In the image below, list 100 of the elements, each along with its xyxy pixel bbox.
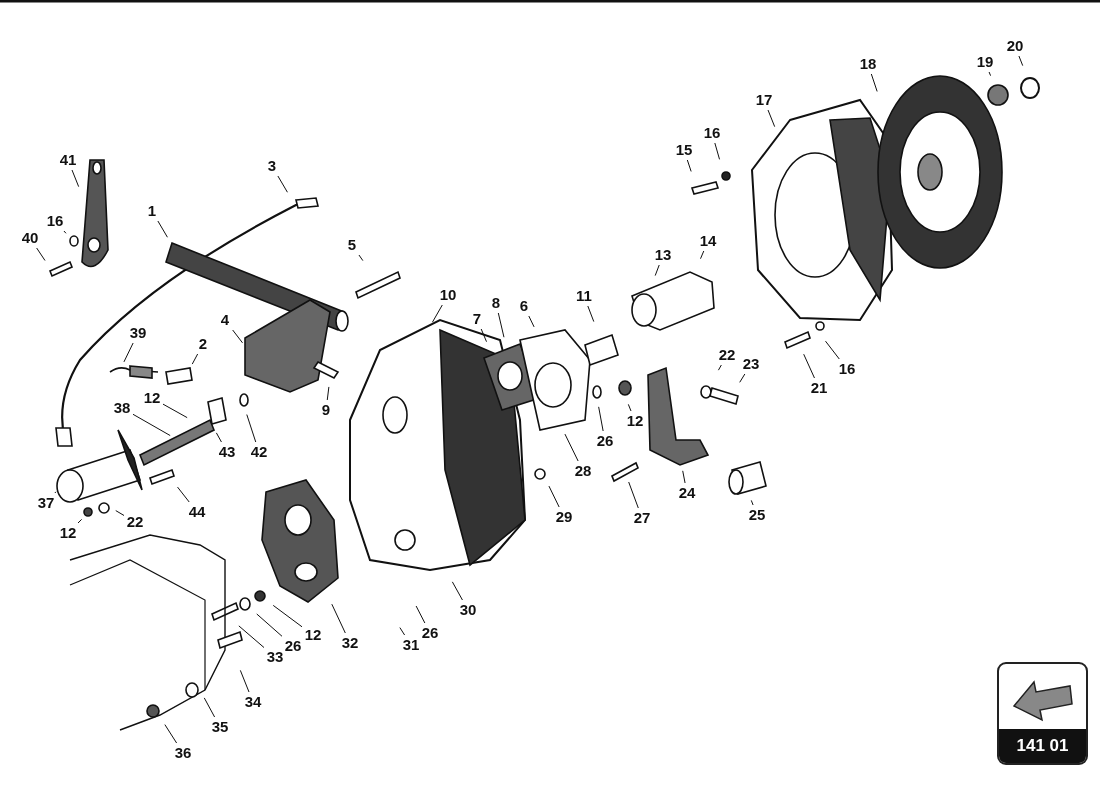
callout-number: 39 — [129, 325, 147, 341]
callout-number: 17 — [755, 92, 773, 108]
callout-number: 42 — [250, 444, 268, 460]
page-number: 141 01 — [999, 729, 1086, 763]
callout-number: 16 — [838, 361, 856, 377]
leader-line — [1018, 55, 1024, 67]
callout-number: 40 — [21, 230, 39, 246]
callout-number: 12 — [143, 390, 161, 406]
pin-drawing — [611, 461, 639, 483]
callout-number: 12 — [626, 413, 644, 429]
leader-line — [739, 373, 746, 383]
callout-number: 1 — [147, 203, 157, 219]
leader-line — [598, 406, 604, 432]
callout-number: 29 — [555, 509, 573, 525]
callout-number: 24 — [678, 485, 696, 501]
callout-number: 37 — [37, 495, 55, 511]
callout-number: 20 — [1006, 38, 1024, 54]
callout-number: 21 — [810, 380, 828, 396]
leader-line — [415, 605, 426, 624]
callout-number: 12 — [304, 627, 322, 643]
callout-number: 26 — [284, 638, 302, 654]
leader-line — [239, 669, 250, 693]
leader-line — [277, 175, 288, 193]
leader-line — [162, 403, 188, 419]
leader-line — [700, 250, 705, 260]
callout-number: 22 — [126, 514, 144, 530]
leader-line — [431, 304, 443, 323]
leader-line — [988, 71, 992, 77]
callout-number: 6 — [519, 298, 529, 314]
callout-number: 30 — [459, 602, 477, 618]
leader-line — [587, 305, 595, 323]
callout-number: 23 — [742, 356, 760, 372]
callout-number: 16 — [46, 213, 64, 229]
callout-number: 14 — [699, 233, 717, 249]
callout-number: 34 — [244, 694, 262, 710]
leader-line — [767, 109, 776, 128]
leader-line — [528, 315, 535, 328]
leader-line — [36, 247, 46, 261]
leader-line — [77, 518, 83, 524]
leader-line — [215, 432, 222, 443]
leader-line — [451, 581, 463, 601]
leader-line — [115, 510, 125, 516]
leader-line — [256, 613, 283, 637]
leader-line — [480, 328, 487, 343]
callout-number: 27 — [633, 510, 651, 526]
callout-number: 13 — [654, 247, 672, 263]
leader-line — [272, 604, 303, 628]
leader-line — [870, 73, 878, 92]
leader-line — [54, 491, 57, 494]
leader-line — [686, 159, 692, 172]
leader-line — [203, 697, 216, 718]
leader-line — [717, 364, 722, 371]
leader-line — [714, 142, 721, 160]
leader-line — [750, 499, 754, 506]
callout-number: 25 — [748, 507, 766, 523]
callout-number: 41 — [59, 152, 77, 168]
callout-number: 44 — [188, 504, 206, 520]
callout-number: 36 — [174, 745, 192, 761]
callout-number: 9 — [321, 402, 331, 418]
callout-number: 3 — [267, 158, 277, 174]
callout-number: 8 — [491, 295, 501, 311]
callout-number: 28 — [574, 463, 592, 479]
leader-line — [358, 254, 364, 262]
leader-line — [238, 625, 265, 649]
callout-number: 11 — [576, 288, 592, 304]
callout-number: 19 — [976, 54, 994, 70]
callout-number: 31 — [402, 637, 420, 653]
callout-number: 15 — [675, 142, 693, 158]
callout-number: 43 — [218, 444, 236, 460]
leader-line — [123, 342, 134, 363]
leader-line — [71, 169, 80, 188]
callout-number: 22 — [718, 347, 736, 363]
leader-line — [628, 481, 639, 509]
leader-line — [497, 312, 505, 338]
leader-line — [564, 433, 579, 462]
leader-line — [157, 220, 168, 238]
callout-number: 26 — [421, 625, 439, 641]
callout-number: 18 — [859, 56, 877, 72]
leader-line — [682, 470, 686, 484]
leader-line — [326, 386, 330, 401]
callout-number: 26 — [596, 433, 614, 449]
leader-line — [548, 485, 560, 508]
leader-line — [331, 603, 346, 634]
callout-number: 5 — [347, 237, 357, 253]
leader-line — [803, 353, 815, 379]
leader-line — [246, 414, 257, 443]
callout-number: 35 — [211, 719, 229, 735]
leader-line — [232, 329, 243, 344]
callout-number: 33 — [266, 649, 284, 665]
callout-number: 4 — [220, 312, 230, 328]
leader-line — [191, 353, 199, 365]
leader-line — [177, 486, 190, 503]
leader-line — [654, 264, 660, 277]
callout-number: 10 — [439, 287, 457, 303]
leader-line — [825, 340, 840, 360]
leader-line — [399, 627, 406, 636]
leader-line — [132, 413, 171, 437]
callout-number: 32 — [341, 635, 359, 651]
callout-number: 38 — [113, 400, 131, 416]
callout-number: 2 — [198, 336, 208, 352]
